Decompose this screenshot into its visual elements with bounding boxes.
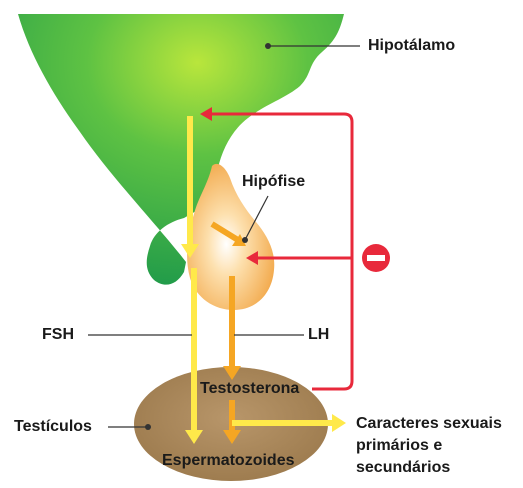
hypothalamus-shape	[18, 14, 344, 285]
traits-label-line3: secundários	[356, 458, 450, 477]
pituitary-label: Hipófise	[242, 172, 305, 191]
testes-label: Testículos	[14, 417, 92, 436]
lh-label: LH	[308, 325, 329, 344]
traits-label-line1: Caracteres sexuais	[356, 414, 502, 433]
hypothalamus-leader-dot	[265, 43, 271, 49]
sperm-label: Espermatozoides	[162, 451, 294, 470]
pituitary-leader-dot	[242, 237, 248, 243]
testosterone-label: Testosterona	[200, 379, 299, 398]
hypothalamus-label: Hipotálamo	[368, 36, 455, 55]
traits-label-line2: primários e	[356, 436, 442, 455]
minus-circle-icon	[362, 244, 390, 272]
fsh-label: FSH	[42, 325, 74, 344]
traits-arrowhead	[332, 414, 346, 432]
testes-leader-dot	[145, 424, 151, 430]
